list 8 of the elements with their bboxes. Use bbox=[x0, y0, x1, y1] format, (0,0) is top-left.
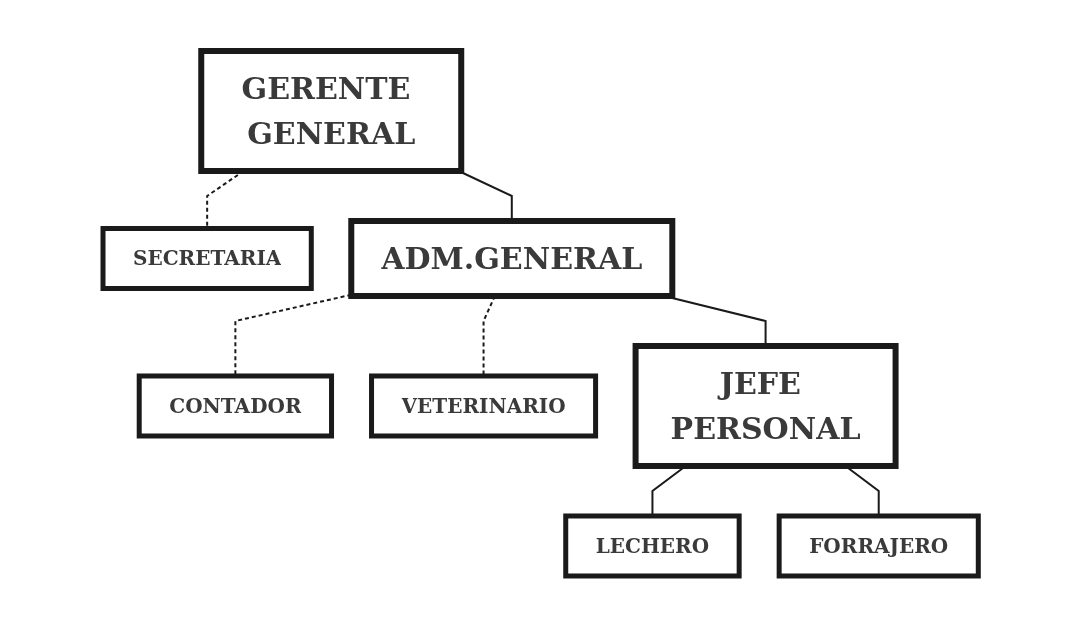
node-box: CONTADOR bbox=[137, 373, 335, 438]
node-box: SECRETARIA bbox=[100, 225, 315, 291]
node-box: JEFE PERSONAL bbox=[632, 342, 899, 469]
node-box: FORRAJERO bbox=[777, 513, 982, 578]
node-box: VETERINARIO bbox=[369, 373, 599, 438]
node-box: GERENTE GENERAL bbox=[198, 47, 465, 174]
node-box: ADM.GENERAL bbox=[348, 217, 676, 299]
node-box: LECHERO bbox=[563, 513, 742, 578]
